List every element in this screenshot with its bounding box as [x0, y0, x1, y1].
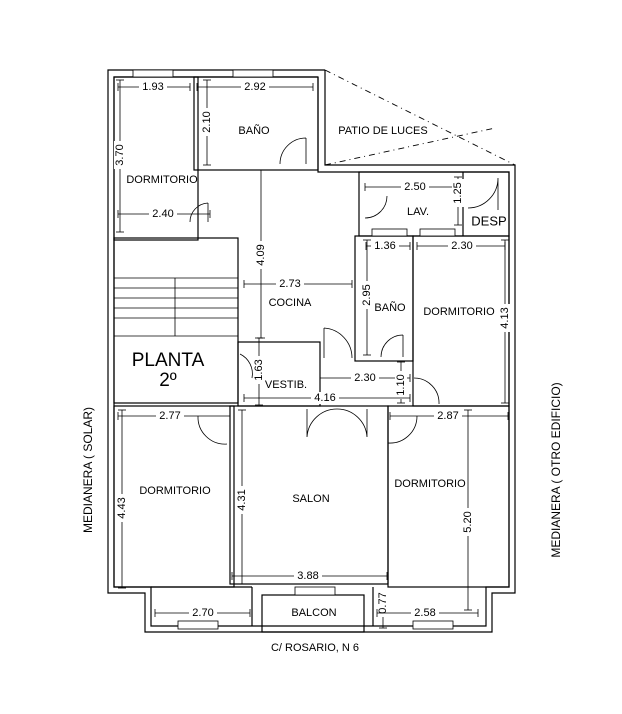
- room-label-dormitorio-nw: DORMITORIO: [126, 174, 198, 186]
- dimension-label-bg: [361, 281, 373, 309]
- dimension-label: 2.50: [404, 181, 425, 193]
- room-label-dormitorio-sw: DORMITORIO: [139, 485, 211, 497]
- dimension-label: 1.36: [374, 240, 395, 252]
- dimension-label-bg: [462, 508, 474, 536]
- dimension-label: 5.20: [462, 511, 474, 532]
- dimension-label: 2.92: [244, 81, 265, 93]
- dimension-label: 2.58: [414, 607, 435, 619]
- dimension-label-bg: [395, 371, 407, 399]
- dimension-label-bg: [114, 141, 126, 169]
- dimension-label-bg: [236, 486, 248, 514]
- dimension-label: 1.10: [395, 374, 407, 395]
- dimension-label-bg: [371, 240, 399, 252]
- dimension-label: 2.73: [279, 278, 300, 290]
- dimension-label: 4.43: [116, 497, 128, 518]
- dimension-label-bg: [294, 570, 322, 582]
- room-label-desp: DESP: [471, 213, 506, 228]
- dimension-label-bg: [351, 372, 379, 384]
- dimension-label-bg: [201, 108, 213, 136]
- room-label-dormitorio-se: DORMITORIO: [394, 478, 466, 490]
- dimension-label-bg: [156, 410, 184, 422]
- dimension-label: 2.95: [361, 284, 373, 305]
- dimension-label: 1.63: [253, 359, 265, 380]
- staircase: [114, 277, 238, 337]
- dimension-label: 2.70: [192, 607, 213, 619]
- room-label-balcon: BALCON: [291, 607, 336, 619]
- room-label-bano-n: BAÑO: [238, 124, 270, 137]
- dimension-label: 4.13: [499, 307, 511, 328]
- dimension-label-bg: [276, 278, 304, 290]
- dimension-label: 3.70: [114, 144, 126, 165]
- dimension-label-bg: [411, 607, 439, 619]
- dimension-label: 1.25: [452, 182, 464, 203]
- left-side-label: MEDIANERA ( SOLAR): [81, 407, 95, 533]
- dimension-label: 2.40: [152, 208, 173, 220]
- dimension-label: 2.87: [437, 410, 458, 422]
- interior-walls: [113, 76, 510, 633]
- right-side-label: MEDIANERA ( OTRO EDIFICIO): [549, 382, 563, 557]
- room-label-cocina: COCINA: [269, 297, 312, 309]
- plan-floor: 2º: [159, 370, 177, 391]
- dimension-label: 0.77: [377, 592, 389, 613]
- dimension-label-bg: [401, 181, 429, 193]
- dimension-lines: 1.93 2.92 2.10 3.70 2.40 2.50 1.25 1.36 2.30 4.09…: [114, 79, 511, 629]
- dimension-label-bg: [452, 179, 464, 207]
- room-label-salon: SALON: [292, 493, 329, 505]
- dimension-label-bg: [253, 356, 265, 384]
- dimension-label: 4.16: [314, 392, 335, 404]
- dimension-label-bg: [189, 607, 217, 619]
- dimension-label-bg: [116, 494, 128, 522]
- dimension-label: 4.09: [255, 244, 267, 265]
- dimension-label: 2.77: [159, 410, 180, 422]
- room-label-lav: LAV.: [407, 206, 429, 218]
- dimension-label: 2.10: [201, 111, 213, 132]
- dimension-label: 4.31: [236, 489, 248, 510]
- dimension-label: 2.30: [354, 372, 375, 384]
- doors: [189, 137, 499, 445]
- room-label-patio: PATIO DE LUCES: [338, 125, 427, 137]
- dimension-label-bg: [311, 392, 339, 404]
- dimension-label: 3.88: [297, 570, 318, 582]
- dimension-label-bg: [255, 241, 267, 269]
- dimension-label-bg: [448, 240, 476, 252]
- plan-title: PLANTA: [132, 350, 205, 371]
- room-label-vestib: VESTIB.: [265, 379, 307, 391]
- room-label-bano-e: BAÑO: [374, 301, 406, 314]
- dimension-label: 2.30: [451, 240, 472, 252]
- dimension-label-bg: [149, 208, 177, 220]
- dimension-label-bg: [499, 304, 511, 332]
- dimension-label-bg: [434, 410, 462, 422]
- dimension-label-bg: [377, 589, 389, 617]
- windows: [132, 69, 456, 630]
- dimension-label-bg: [241, 81, 269, 93]
- street-label: C/ ROSARIO, N 6: [271, 642, 359, 654]
- room-label-dormitorio-ne: DORMITORIO: [423, 306, 495, 318]
- dimension-label: 1.93: [142, 81, 163, 93]
- dimension-label-bg: [139, 81, 167, 93]
